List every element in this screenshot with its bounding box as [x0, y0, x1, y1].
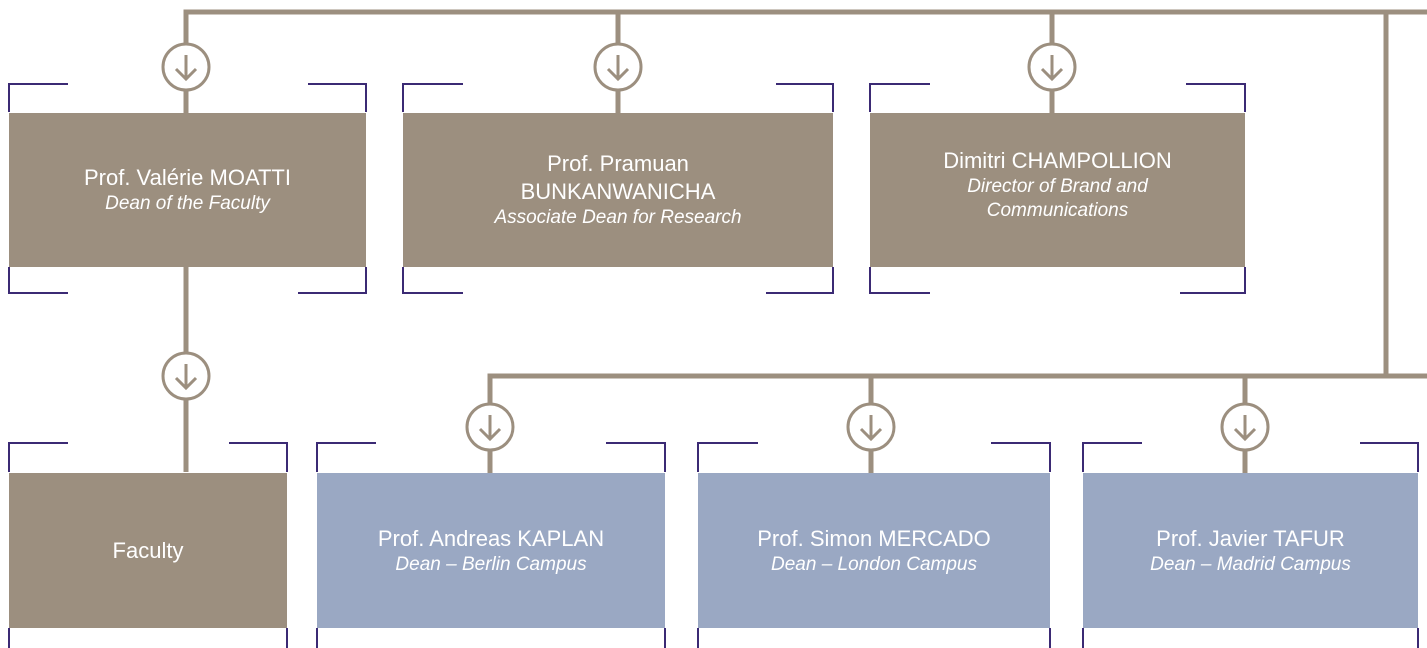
bracket-frame [1082, 442, 1419, 648]
arrow-down-circle-icon [161, 42, 211, 92]
bracket-frame [316, 442, 666, 648]
org-box-dean: Prof. Valérie MOATTI Dean of the Faculty [9, 113, 366, 267]
person-name: Prof. Pramuan BUNKANWANICHA [520, 151, 716, 204]
arrow-down-circle-icon [1027, 42, 1077, 92]
arrow-down-circle-icon [846, 402, 896, 452]
person-role: Director of Brand and Communications [967, 176, 1148, 221]
arrow-down-circle-icon [161, 351, 211, 401]
bracket-frame [869, 83, 1246, 294]
arrow-down-circle-icon [1220, 402, 1270, 452]
bracket-frame [8, 442, 288, 648]
arrow-down-circle-icon [465, 402, 515, 452]
org-box-director-brand: Dimitri CHAMPOLLION Director of Brand an… [870, 113, 1245, 267]
person-name: Prof. Simon MERCADO [757, 525, 991, 551]
person-role: Dean – Berlin Campus [395, 553, 587, 575]
person-name: Prof. Valérie MOATTI [83, 165, 291, 190]
bracket-frame [8, 83, 367, 294]
person-role: Dean – London Campus [771, 553, 977, 575]
top-trunk-line [183, 9, 1427, 67]
group-name: Faculty [112, 537, 184, 563]
person-role: Dean of the Faculty [105, 193, 270, 214]
person-name: Dimitri CHAMPOLLION [943, 148, 1172, 173]
person-role: Dean – Madrid Campus [1150, 553, 1351, 575]
person-role: Associate Dean for Research [494, 207, 742, 228]
org-box-associate-dean-research: Prof. Pramuan BUNKANWANICHA Associate De… [403, 113, 833, 267]
bracket-frame [697, 442, 1051, 648]
person-name: Prof. Andreas KAPLAN [377, 525, 605, 551]
arrow-down-circle-icon [593, 42, 643, 92]
org-box-faculty: Faculty [9, 473, 287, 628]
bracket-frame [402, 83, 834, 294]
org-box-madrid-dean: Prof. Javier TAFUR Dean – Madrid Campus [1083, 473, 1418, 628]
person-name: Prof. Javier TAFUR [1156, 525, 1345, 551]
middle-trunk-line [487, 373, 1427, 405]
org-box-berlin-dean: Prof. Andreas KAPLAN Dean – Berlin Campu… [317, 473, 665, 628]
org-box-london-dean: Prof. Simon MERCADO Dean – London Campus [698, 473, 1050, 628]
